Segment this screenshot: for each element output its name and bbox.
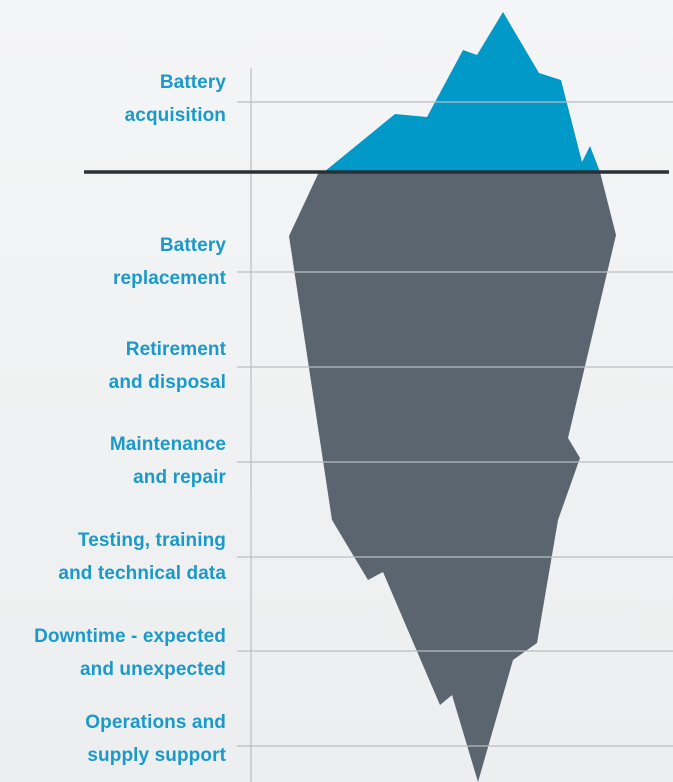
label-battery-acquisition: Battery acquisition	[0, 66, 226, 132]
label-line: and disposal	[108, 372, 226, 393]
label-line: supply support	[87, 745, 226, 766]
label-line: and unexpected	[79, 659, 226, 680]
label-retirement-and-disposal: Retirement and disposal	[0, 333, 226, 399]
label-line: acquisition	[124, 105, 226, 126]
label-downtime: Downtime - expected and unexpected	[0, 620, 226, 686]
guide-lines	[237, 101, 673, 747]
iceberg-tip	[324, 12, 600, 172]
label-line: and repair	[133, 467, 226, 488]
label-operations-supply-support: Operations and supply support	[0, 706, 226, 772]
label-line: Testing, training	[77, 530, 226, 551]
label-line: Battery	[159, 72, 226, 93]
label-maintenance-and-repair: Maintenance and repair	[0, 428, 226, 494]
label-line: Maintenance	[109, 434, 226, 455]
iceberg-underwater-part	[289, 172, 616, 782]
label-line: replacement	[112, 268, 226, 289]
label-testing-training: Testing, training and technical data	[0, 524, 226, 590]
label-line: and technical data	[58, 563, 226, 584]
label-line: Downtime - expected	[34, 626, 226, 647]
label-line: Battery	[159, 235, 226, 256]
label-battery-replacement: Battery replacement	[0, 229, 226, 295]
label-line: Operations and	[85, 712, 226, 733]
label-line: Retirement	[125, 339, 226, 360]
